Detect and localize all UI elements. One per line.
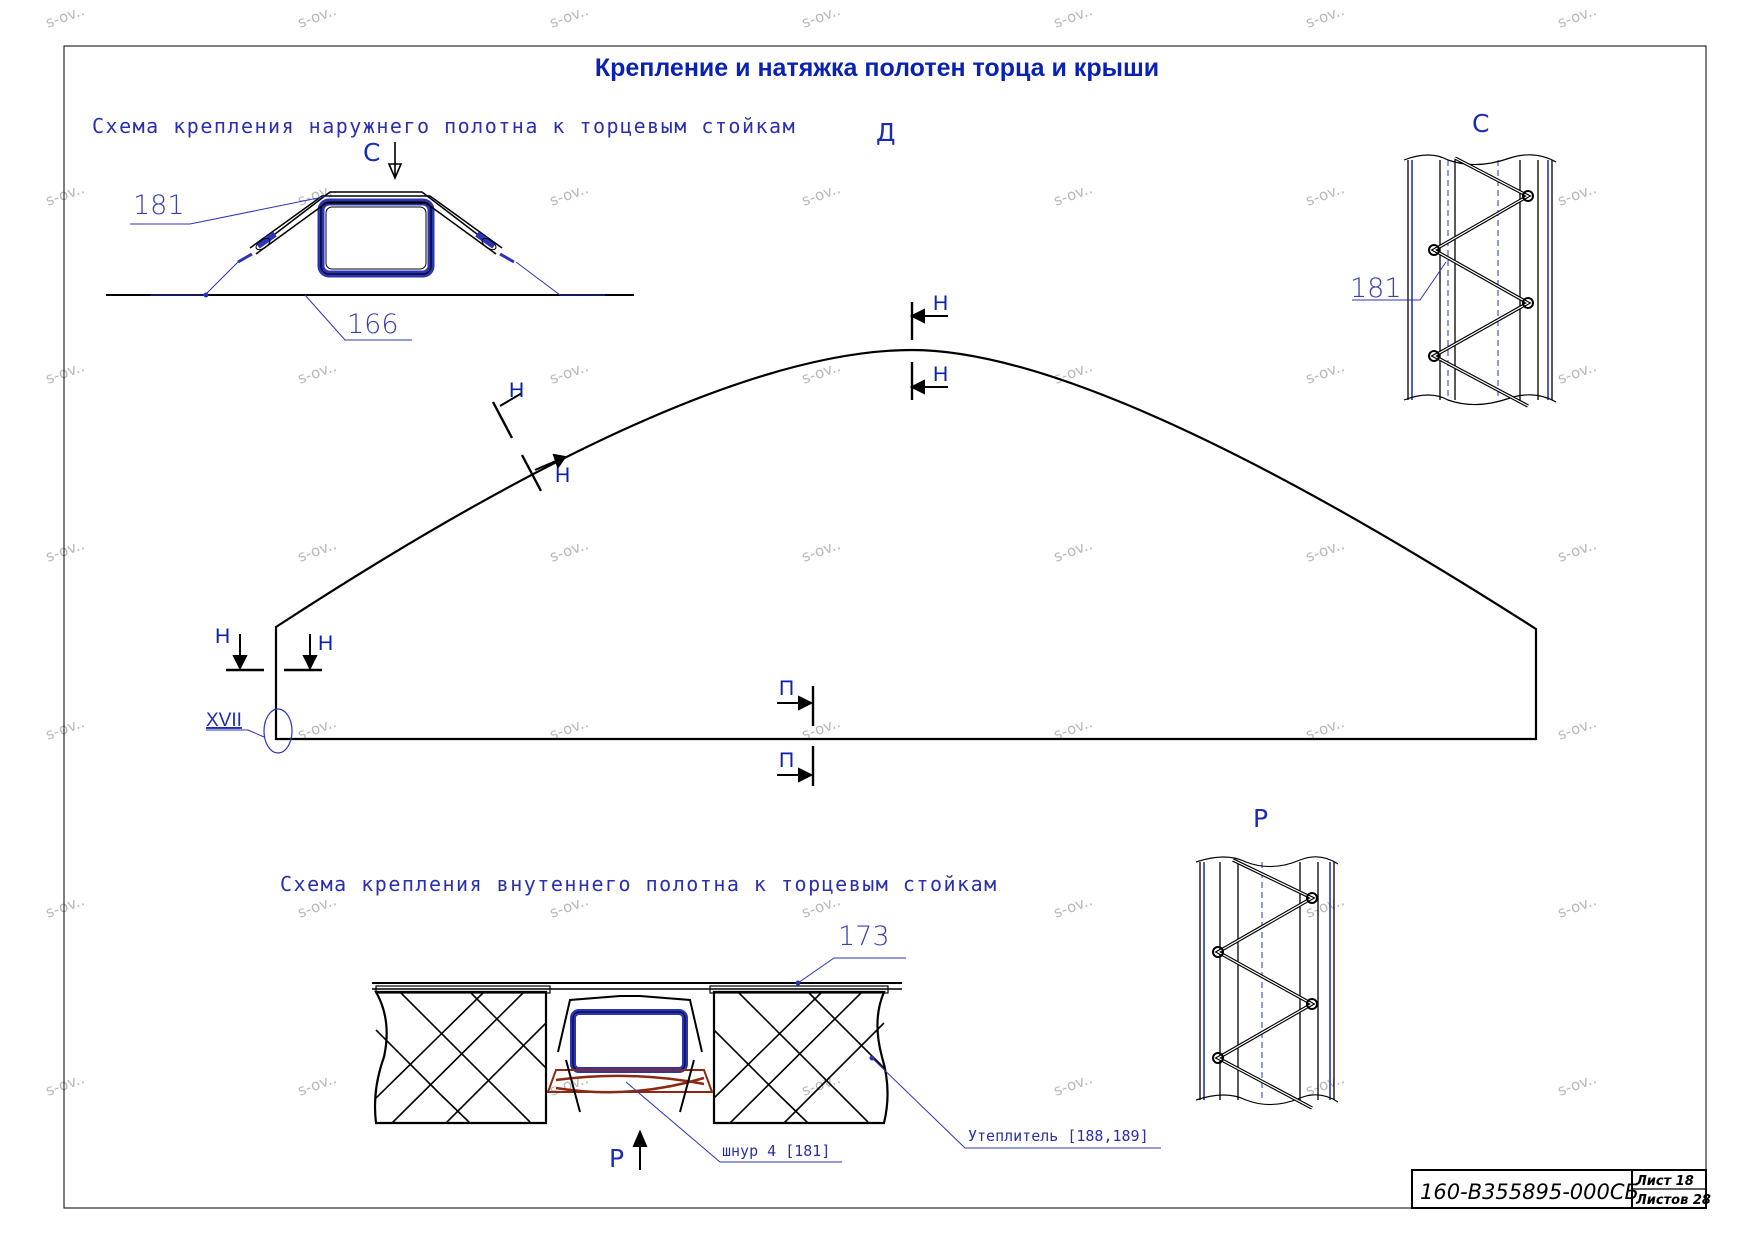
section-mark-p-1: П <box>779 677 794 700</box>
inner-view-label: Р <box>609 1144 624 1173</box>
section-mark-h-3: Н <box>509 379 524 402</box>
view-p-detail: Р <box>1195 804 1339 1110</box>
node-label-xvii: XVII <box>206 710 242 731</box>
watermark-text: s-ov.. <box>1051 1 1095 32</box>
watermark-text: s-ov.. <box>799 1 843 32</box>
watermark-text: s-ov.. <box>1303 357 1347 388</box>
watermark-text: s-ov.. <box>1555 357 1599 388</box>
watermark-text: s-ov.. <box>1555 179 1599 210</box>
watermark-text: s-ov.. <box>799 179 843 210</box>
callout-173: 173 <box>838 921 890 952</box>
watermark-text: s-ov.. <box>1555 1069 1599 1100</box>
drawing-title: Крепление и натяжка полотен торца и крыш… <box>595 54 1159 82</box>
outer-view-label: С <box>363 138 380 167</box>
outer-fastening-scheme: Схема крепления наружнего полотна к торц… <box>92 114 796 341</box>
doc-number: 160-В355895-000СБ <box>1420 1180 1639 1204</box>
watermark-text: s-ov.. <box>43 535 87 566</box>
watermark-text: s-ov.. <box>547 535 591 566</box>
watermark-text: s-ov.. <box>547 1 591 32</box>
watermark-text: s-ov.. <box>1303 535 1347 566</box>
watermark-text: s-ov.. <box>295 1 339 32</box>
watermark-text: s-ov.. <box>1051 891 1095 922</box>
section-mark-h-4: Н <box>555 464 570 487</box>
watermark-layer: s-ov.. s-ov.. s-ov.. s-ov.. s-ov.. s-ov.. s-ov… <box>43 1 1599 1100</box>
watermark-text: s-ov.. <box>295 535 339 566</box>
section-mark-p-2: П <box>779 749 794 772</box>
end-wall-view: Д Н Н Н Н Н Н П П XVII <box>206 118 1538 786</box>
view-c-detail: С 181 <box>1350 109 1557 408</box>
watermark-text: s-ov.. <box>547 179 591 210</box>
view-c-label: С <box>1472 109 1489 138</box>
watermark-text: s-ov.. <box>43 891 87 922</box>
watermark-text: s-ov.. <box>1555 1 1599 32</box>
callout-insulation: Утеплитель [188,189] <box>968 1127 1149 1145</box>
section-mark-h-5: Н <box>215 625 230 648</box>
sheet-number: Лист 18 <box>1635 1174 1694 1189</box>
watermark-text: s-ov.. <box>43 179 87 210</box>
watermark-text: s-ov.. <box>295 357 339 388</box>
watermark-text: s-ov.. <box>1303 1 1347 32</box>
watermark-text: s-ov.. <box>43 357 87 388</box>
watermark-text: s-ov.. <box>1051 535 1095 566</box>
main-view-label: Д <box>876 118 896 147</box>
sheets-total: Листов 28 <box>1635 1193 1711 1208</box>
inner-scheme-caption: Схема крепления внутеннего полотна к тор… <box>280 872 998 896</box>
callout-cord: шнур 4 [181] <box>722 1142 830 1160</box>
callout-166: 166 <box>347 309 399 340</box>
callout-181-view-c: 181 <box>1350 273 1402 304</box>
section-mark-h-1: Н <box>933 292 948 315</box>
section-mark-h-2: Н <box>933 363 948 386</box>
outer-scheme-caption: Схема крепления наружнего полотна к торц… <box>92 114 796 138</box>
watermark-text: s-ov.. <box>43 1069 87 1100</box>
watermark-text: s-ov.. <box>1051 1069 1095 1100</box>
watermark-text: s-ov.. <box>1555 891 1599 922</box>
inner-fastening-scheme: Схема крепления внутеннего полотна к тор… <box>280 872 1161 1173</box>
watermark-text: s-ov.. <box>43 713 87 744</box>
sheet-frame <box>63 45 1707 1209</box>
watermark-text: s-ov.. <box>799 535 843 566</box>
view-p-label: Р <box>1253 804 1268 833</box>
title-block: 160-В355895-000СБ Лист 18 Листов 28 <box>1411 1169 1711 1209</box>
watermark-text: s-ov.. <box>1303 179 1347 210</box>
callout-181-outer: 181 <box>133 190 185 221</box>
watermark-text: s-ov.. <box>43 1 87 32</box>
watermark-text: s-ov.. <box>1555 535 1599 566</box>
watermark-text: s-ov.. <box>1051 179 1095 210</box>
section-mark-h-6: Н <box>318 632 333 655</box>
watermark-text: s-ov.. <box>295 1069 339 1100</box>
watermark-text: s-ov.. <box>799 357 843 388</box>
watermark-text: s-ov.. <box>799 1069 843 1100</box>
watermark-text: s-ov.. <box>547 357 591 388</box>
watermark-text: s-ov.. <box>1555 713 1599 744</box>
